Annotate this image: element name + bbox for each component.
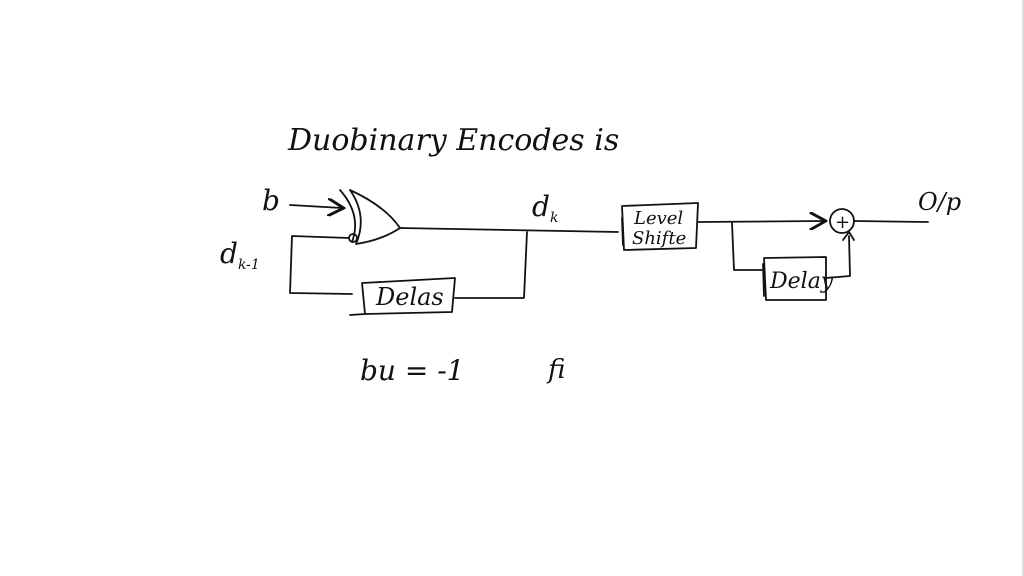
feedback-label: dk-1 <box>220 237 260 273</box>
delay-block-1: Delas <box>349 277 456 316</box>
input-label-b: b <box>262 184 280 217</box>
shifter-to-adder-arrow <box>697 221 824 222</box>
node-label-dk: dk <box>532 190 558 226</box>
svg-text:+: + <box>835 212 850 233</box>
output-line <box>853 220 929 223</box>
note-partial: fi <box>546 355 565 385</box>
input-arrow-b <box>289 205 342 208</box>
feedback-line-right <box>454 231 528 299</box>
xor-gate-body <box>349 189 401 245</box>
title: Duobinary Encodes is <box>287 123 619 158</box>
right-edge-border <box>1022 0 1024 576</box>
xor-gate-extra-curve <box>339 189 356 243</box>
feedback-line-left <box>289 235 353 295</box>
note-bk-equals: bu = -1 <box>360 354 465 387</box>
dk-line <box>399 227 619 233</box>
adder-input-arrowhead <box>842 231 855 241</box>
xor-gate <box>339 189 401 245</box>
level-shifter-label-line2: Shifte <box>632 228 686 249</box>
level-shifter-block: Level Shifte <box>621 202 699 251</box>
svg-text:Delas: Delas <box>375 283 444 311</box>
branch-to-delay-2 <box>731 222 763 271</box>
delay-2-to-adder <box>825 235 851 279</box>
svg-text:Delay: Delay <box>769 269 834 294</box>
delay-block-2: Delay <box>762 256 834 301</box>
output-label: O/p <box>918 188 961 216</box>
adder-circle: + <box>829 208 855 234</box>
level-shifter-label-line1: Level <box>633 208 683 229</box>
